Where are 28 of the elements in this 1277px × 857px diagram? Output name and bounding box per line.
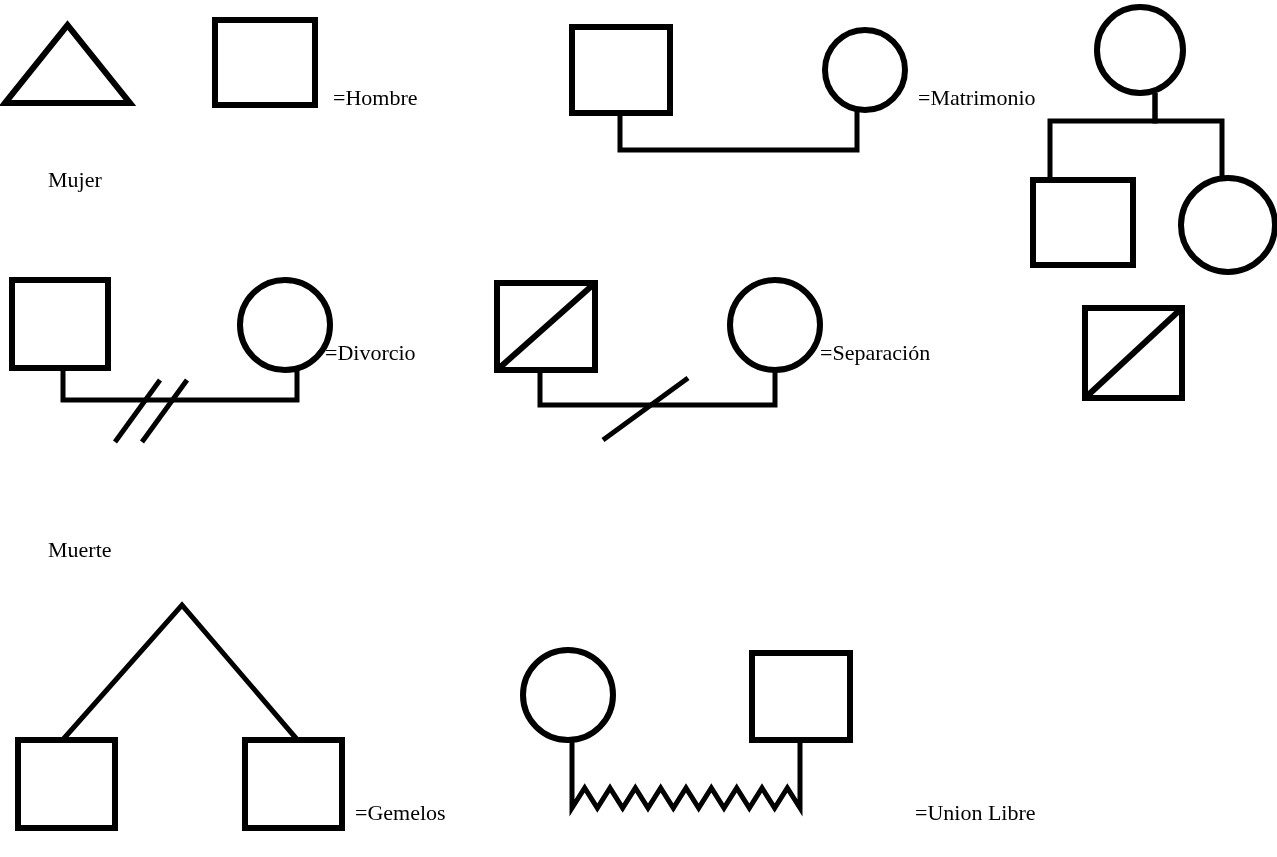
connector-line — [60, 368, 300, 444]
male-symbol — [15, 737, 118, 831]
male-symbol — [242, 737, 345, 831]
female-symbol — [520, 647, 616, 743]
male-symbol — [9, 277, 111, 371]
symbol-caption: =Union Libre — [915, 800, 1036, 826]
triangle-symbol — [0, 20, 137, 106]
symbol-caption: Mujer — [48, 167, 102, 193]
symbol-caption: =Divorcio — [325, 340, 416, 366]
symbol-caption: =Hombre — [333, 85, 418, 111]
male-symbol — [1030, 177, 1136, 268]
deceased-symbol — [1082, 305, 1185, 401]
connector-line — [1152, 93, 1225, 178]
female-symbol — [1178, 175, 1277, 275]
symbol-caption: =Separación — [820, 340, 931, 366]
symbol-caption: =Gemelos — [355, 800, 446, 826]
connector-line — [569, 740, 803, 817]
symbol-caption: Muerte — [48, 537, 112, 563]
male-symbol — [212, 17, 318, 108]
male-symbol — [749, 650, 853, 743]
female-symbol — [822, 27, 908, 113]
symbol-caption: =Matrimonio — [918, 85, 1036, 111]
connector-line — [617, 110, 860, 153]
deceased-symbol — [494, 280, 598, 373]
connector-line — [537, 370, 778, 443]
female-symbol — [727, 277, 823, 373]
male-symbol — [569, 24, 673, 116]
female-symbol — [1094, 4, 1186, 96]
